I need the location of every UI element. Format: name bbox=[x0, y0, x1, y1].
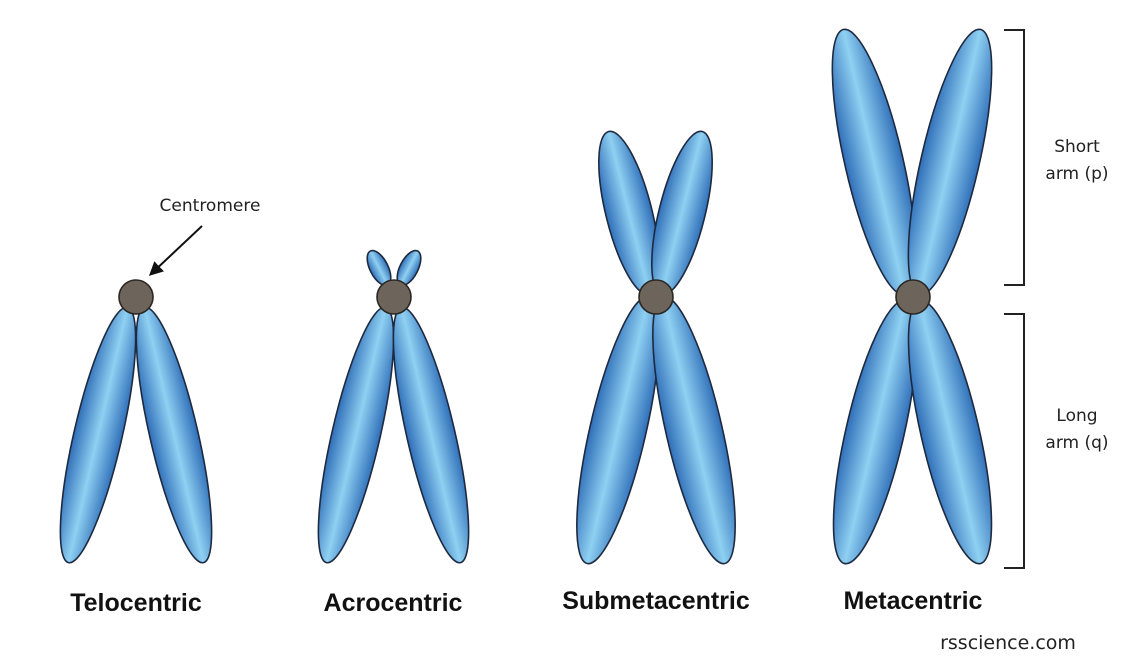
centromere bbox=[895, 279, 931, 315]
credit-text: rsscience.com bbox=[940, 632, 1076, 654]
centromere bbox=[638, 279, 674, 315]
long-arm-right bbox=[652, 295, 736, 565]
short-arm-label-line1: Short bbox=[1054, 137, 1100, 157]
centromere-label: Centromere bbox=[160, 196, 261, 216]
chromosome-metacentric bbox=[831, 28, 993, 565]
chromosome-submetacentric bbox=[576, 130, 736, 565]
short-arm-bracket bbox=[1004, 29, 1025, 286]
chromosome-acrocentric bbox=[317, 249, 470, 564]
acrocentric-label: Acrocentric bbox=[324, 589, 463, 617]
long-arm-right bbox=[135, 306, 213, 564]
centromere bbox=[118, 279, 154, 315]
long-arm-label-line1: Long bbox=[1056, 406, 1097, 426]
long-arm-right bbox=[907, 299, 993, 565]
short-arm-label-line2: arm (p) bbox=[1045, 164, 1108, 184]
long-arm-right bbox=[392, 306, 470, 564]
chromosome-telocentric bbox=[59, 279, 213, 564]
centromere bbox=[376, 279, 412, 315]
centromere-arrow bbox=[148, 225, 203, 276]
long-arm-bracket bbox=[1004, 313, 1025, 569]
telocentric-label: Telocentric bbox=[70, 589, 202, 617]
submetacentric-label: Submetacentric bbox=[562, 587, 750, 615]
long-arm-label-line2: arm (q) bbox=[1045, 433, 1108, 453]
long-arm-left bbox=[59, 306, 137, 564]
short-arm-right bbox=[907, 28, 993, 296]
metacentric-label: Metacentric bbox=[844, 587, 983, 615]
